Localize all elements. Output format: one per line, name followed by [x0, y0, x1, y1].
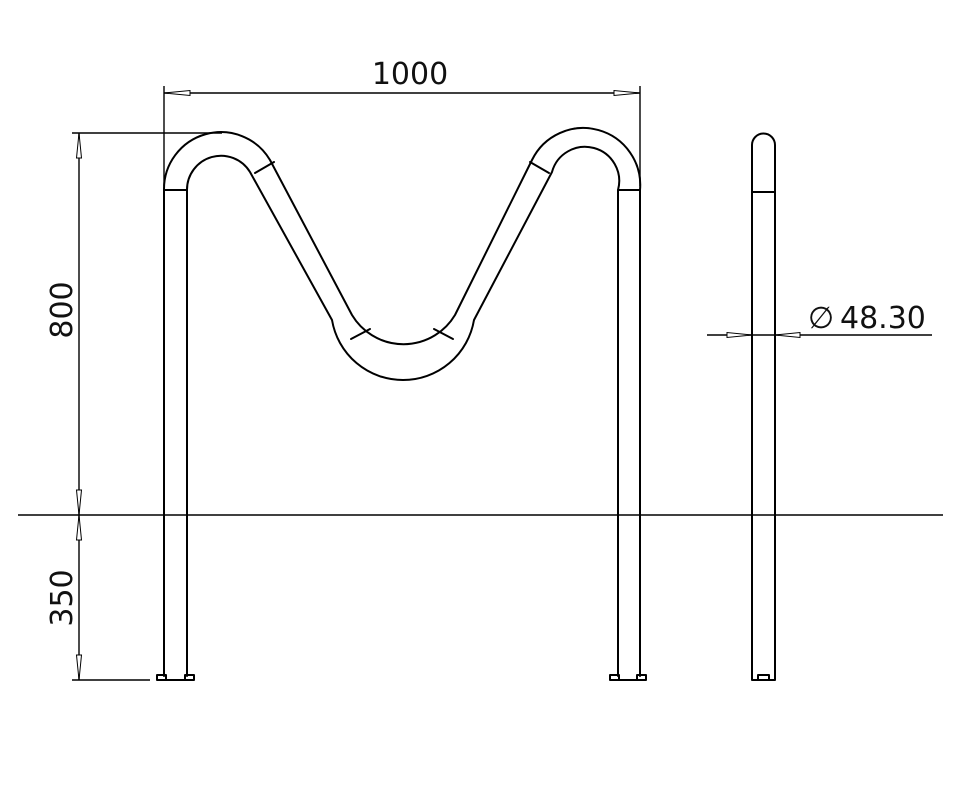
bend-seam: [433, 328, 454, 340]
front-view: [156, 127, 647, 681]
depth-label: 350: [45, 569, 80, 626]
width-label: 1000: [372, 57, 448, 92]
height-dimension: 800: [45, 132, 222, 516]
side-view: [751, 132, 776, 681]
diameter-symbol: ∅: [808, 301, 834, 336]
diameter-label: 48.30: [840, 301, 926, 336]
depth-dimension: 350: [45, 514, 150, 681]
width-dimension: 1000: [163, 57, 641, 186]
side-foot-plate: [757, 674, 770, 681]
rack-inner-contour: [185, 145, 621, 677]
bend-seam: [350, 328, 371, 340]
right-foot-plates: [609, 674, 647, 681]
bend-seam: [529, 161, 550, 174]
side-tube: [751, 132, 776, 681]
rack-outer-contour: [162, 127, 642, 677]
height-label: 800: [45, 281, 80, 338]
left-foot-plates: [156, 674, 195, 681]
diameter-dimension: ∅ 48.30: [707, 301, 932, 339]
bend-seam: [254, 161, 275, 174]
